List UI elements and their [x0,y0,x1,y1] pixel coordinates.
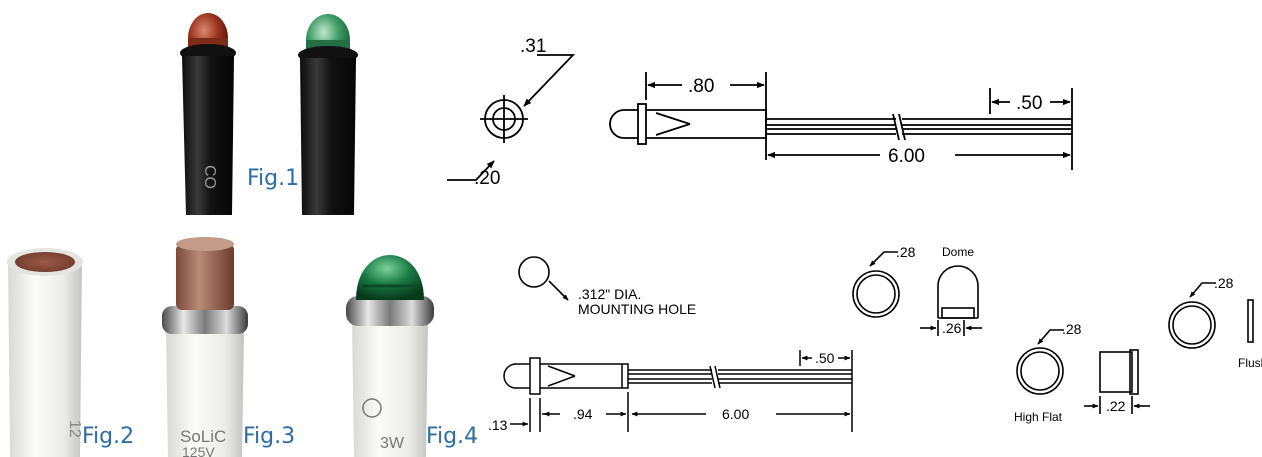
high-flat-lens-lamp-photo: SoLiC 125V [162,237,248,457]
top-side-view [609,72,1073,170]
flush-lens-lamp-photo: 12 [7,248,83,457]
dome-lens-option [852,251,982,336]
green-lamp-photo [298,14,358,215]
dome-height-label: .26 [942,320,962,336]
svg-text:12: 12 [66,420,83,438]
figure-3-label: Fig.3 [243,424,296,449]
fig3-print-text-2: 125V [182,444,215,457]
high-flat-height-label: .22 [1106,398,1126,414]
dome-lens-label: Dome [942,245,974,259]
flush-lens-option [1168,282,1254,349]
figure-2-label: Fig.2 [82,424,135,449]
bottom-lead-length-label: 6.00 [722,406,749,422]
bottom-lead-strip-label: .50 [815,350,835,366]
figure-1-label: Fig.1 [247,166,300,191]
photos-layer: CO 12 SoLiC 125V 3W [7,13,434,457]
high-flat-lens-label: High Flat [1014,410,1063,424]
top-lead-length-label: 6.00 [888,146,925,167]
mounting-hole-diagram [518,256,569,301]
bottom-flange-label: .13 [488,417,508,433]
red-lamp-photo: CO [180,13,236,215]
bottom-body-length-label: .94 [573,406,593,422]
fig4-print-text: 3W [380,435,405,452]
high-flat-diameter-label: .28 [1062,321,1082,337]
flush-lens-label: Flush [1238,356,1262,370]
top-lead-strip-label: .50 [1016,93,1042,114]
dome-lens-lamp-photo: 3W [346,255,434,457]
mounting-hole-text-label: MOUNTING HOLE [578,301,696,317]
top-body-length-label: .80 [688,76,714,97]
high-flat-lens-option [1016,329,1150,414]
figure-4-label: Fig.4 [426,424,479,449]
mounting-hole-dia-label: .312" DIA. [578,286,641,302]
bottom-side-view [503,350,853,432]
top-mount-diameter-label: .20 [474,168,500,189]
top-lens-diameter-label: .31 [520,36,546,57]
dome-diameter-label: .28 [896,244,916,260]
flush-diameter-label: .28 [1214,275,1234,291]
top-end-view [447,54,576,181]
svg-text:CO: CO [201,165,218,189]
fig3-print-text: SoLiC [180,427,226,446]
